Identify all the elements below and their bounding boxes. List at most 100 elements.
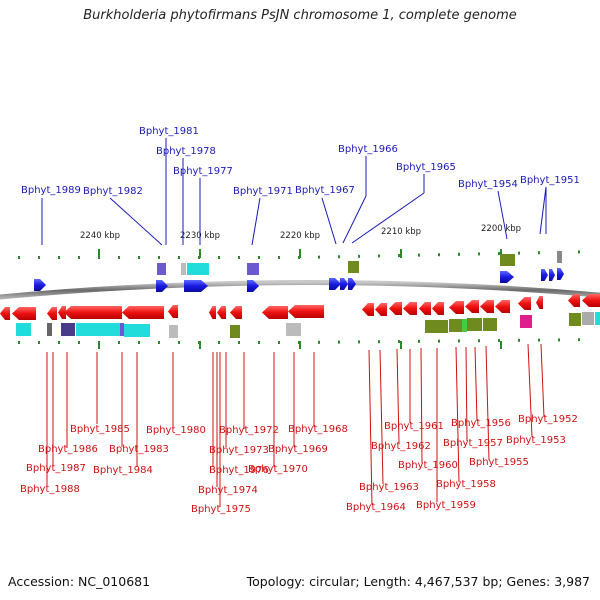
leader-line: [474, 346, 478, 422]
reverse-gene-arrow: [58, 306, 66, 319]
reverse-gene-arrow: [582, 294, 600, 307]
scale-tick: [458, 252, 460, 256]
annotation-box: [157, 263, 166, 275]
gene-label: Bphyt_1975: [191, 504, 251, 515]
scale-tick: [518, 251, 520, 255]
gene-label: Bphyt_1974: [198, 485, 258, 496]
leader-line: [455, 346, 460, 483]
reverse-gene-arrow: [12, 307, 36, 320]
scale-tick: [538, 251, 540, 255]
gene-label: Bphyt_1966: [338, 144, 398, 155]
scale-tick: [258, 256, 260, 259]
scale-tick: [158, 256, 160, 259]
reverse-gene-arrow: [480, 300, 494, 313]
scale-tick: [118, 256, 120, 259]
scale-tick: [578, 338, 580, 342]
scale-tick: [478, 339, 480, 343]
annotation-box: [569, 313, 581, 326]
scale-tick: [378, 254, 380, 258]
major-scale-tick: [98, 249, 100, 258]
reverse-gene-arrow: [449, 301, 464, 314]
reverse-gene-arrow: [389, 302, 402, 315]
scale-tick: [238, 341, 240, 344]
scale-tick: [278, 341, 280, 344]
gene-label: Bphyt_1962: [371, 441, 431, 452]
annotation-box: [61, 323, 75, 336]
scale-tick: [78, 341, 80, 344]
scale-tick: [558, 338, 560, 342]
major-scale-tick: [400, 341, 402, 349]
scale-tick: [78, 256, 80, 259]
reverse-gene-arrow: [168, 305, 178, 318]
leader-line: [527, 343, 533, 438]
forward-gene-arrow: [340, 278, 348, 290]
gene-label: Bphyt_1956: [451, 418, 511, 429]
scale-label: 2200 kbp: [481, 224, 521, 234]
forward-gene-arrow: [34, 279, 46, 291]
forward-gene-arrow: [247, 280, 259, 292]
major-scale-tick: [98, 341, 100, 349]
gene-label: Bphyt_1973: [209, 445, 269, 456]
scale-tick: [338, 340, 340, 344]
scale-tick: [438, 339, 440, 343]
major-scale-tick: [199, 341, 201, 349]
forward-gene-arrow: [184, 280, 208, 292]
gene-label: Bphyt_1972: [219, 425, 279, 436]
gene-label: Bphyt_1951: [520, 175, 580, 186]
top-gene-labels: Bphyt_1981 Bphyt_1978 Bphyt_1977 Bphyt_1…: [21, 126, 580, 197]
reverse-gene-arrow: [122, 306, 164, 319]
scale-tick: [458, 339, 460, 343]
gene-label: Bphyt_1952: [518, 414, 578, 425]
annotation-box: [582, 312, 594, 325]
gene-label: Bphyt_1976: [209, 465, 269, 476]
scale-tick: [138, 256, 140, 259]
forward-gene-arrow: [156, 280, 168, 292]
annotation-box: [449, 319, 462, 332]
forward-gene-arrow: [549, 269, 555, 281]
annotation-box: [462, 319, 467, 332]
annotation-box: [500, 254, 515, 266]
gene-label: Bphyt_1978: [156, 146, 216, 157]
gene-label: Bphyt_1959: [416, 500, 476, 511]
scale-tick: [218, 341, 220, 344]
annotation-box: [47, 323, 52, 336]
reverse-gene-arrow: [209, 306, 216, 319]
scale-tick: [318, 340, 320, 344]
annotation-box: [348, 261, 359, 273]
gene-label: Bphyt_1984: [93, 465, 153, 476]
leader-line: [485, 345, 490, 461]
scale-tick: [338, 255, 340, 259]
forward-gene-arrow: [500, 271, 514, 283]
annotation-box: [230, 325, 240, 338]
figure-title: Burkholderia phytofirmans PsJN chromosom…: [83, 8, 517, 23]
leader-line: [497, 190, 508, 240]
gene-label: Bphyt_1958: [436, 479, 496, 490]
scale-tick: [358, 254, 360, 258]
gene-label: Bphyt_1961: [384, 421, 444, 432]
reverse-gene-arrow: [403, 302, 417, 315]
scale-tick: [318, 255, 320, 259]
forward-gene-arrow: [329, 278, 341, 290]
leader-line: [321, 197, 337, 245]
leader-line: [368, 349, 373, 506]
annotation-box: [483, 318, 497, 331]
reverse-gene-arrow: [47, 307, 57, 320]
scale-tick: [258, 341, 260, 344]
scale-tick: [358, 340, 360, 344]
gene-features: [0, 251, 600, 338]
annotation-box: [16, 323, 31, 336]
annotation-box: [120, 323, 124, 336]
scale-tick: [138, 341, 140, 344]
scale-label: 2240 kbp: [80, 231, 120, 241]
leader-line: [396, 348, 400, 444]
gene-label: Bphyt_1964: [346, 502, 406, 513]
scale-tick: [38, 341, 40, 344]
gene-label: Bphyt_1988: [20, 484, 80, 495]
bottom-gene-labels: Bphyt_1985 Bphyt_1986 Bphyt_1987 Bphyt_1…: [20, 414, 578, 515]
forward-gene-arrow: [557, 268, 564, 280]
scale-tick: [118, 341, 120, 344]
scale-tick: [178, 341, 180, 344]
scale-tick: [498, 339, 500, 343]
gene-label: Bphyt_1980: [146, 425, 206, 436]
